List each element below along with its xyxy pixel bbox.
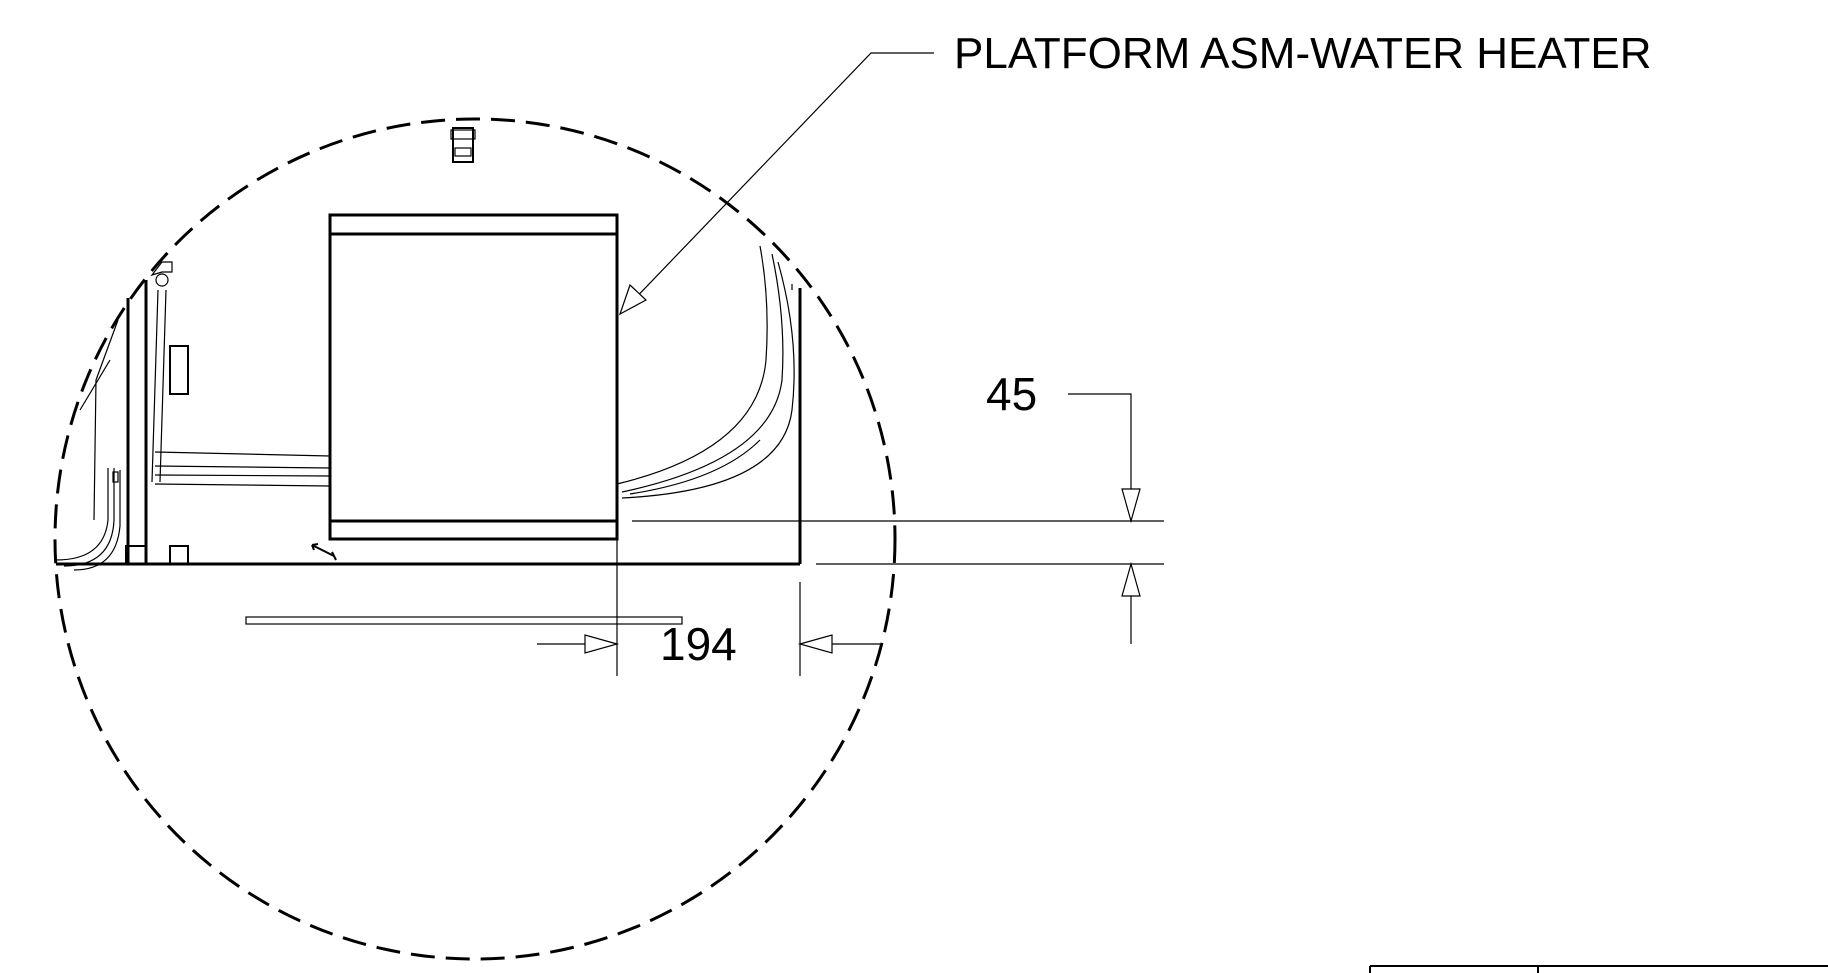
- vertical-dimension: [632, 393, 1164, 644]
- left-hoses: [154, 451, 331, 487]
- title-block-corner: [1369, 965, 1828, 973]
- horizontal-dimension-value: 194: [660, 618, 737, 670]
- right-wall: [616, 245, 802, 564]
- water-heater-unit: [328, 213, 619, 541]
- base-channel: [245, 616, 683, 625]
- left-wall: [55, 261, 189, 571]
- top-fitting: [450, 127, 476, 163]
- callout-leader: [618, 52, 934, 316]
- horizontal-dimension: [537, 540, 880, 676]
- detail-boundary-circle: [53, 117, 897, 961]
- vertical-dimension-value: 45: [986, 368, 1037, 420]
- callout-label: PLATFORM ASM-WATER HEATER: [954, 29, 1652, 78]
- floor-bracket: [311, 543, 337, 561]
